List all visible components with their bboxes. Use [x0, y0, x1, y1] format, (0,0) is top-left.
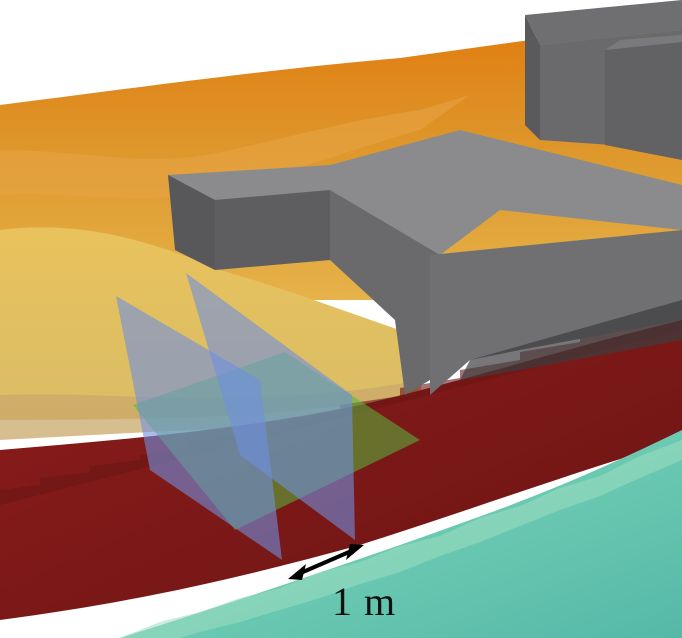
terrain-orange-highlight	[0, 95, 470, 199]
building-top-face	[525, 0, 682, 45]
building-block-2	[605, 42, 682, 160]
blue-plane-right	[186, 273, 355, 540]
water-teal	[120, 430, 682, 638]
scale-bar-label: 1 m	[332, 579, 397, 624]
structure-pier-shadow	[460, 300, 682, 380]
blue-plane-left	[116, 296, 282, 560]
scale-bar-arrowhead-right	[346, 544, 364, 560]
scale-bar-line	[295, 547, 357, 577]
scale-bar-arrowhead-left	[288, 564, 306, 580]
structure-front-face	[215, 190, 330, 270]
water-stepped-edge	[120, 440, 682, 638]
building-block-2-top	[605, 35, 682, 50]
structure-lower-face	[330, 190, 440, 395]
structure-left-face	[168, 175, 215, 270]
building-front-face	[525, 15, 540, 140]
